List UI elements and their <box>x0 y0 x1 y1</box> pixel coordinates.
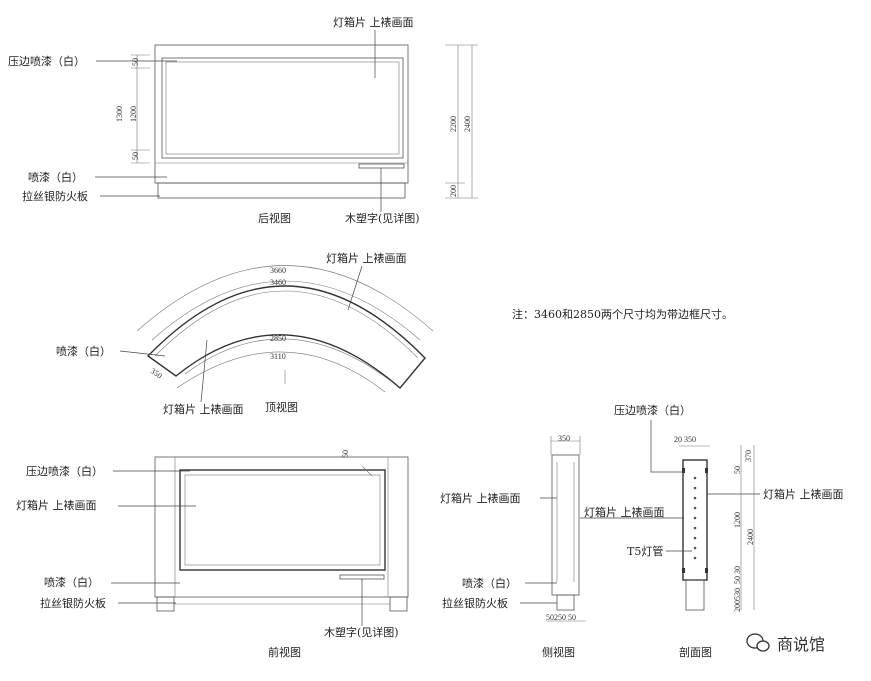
back-dim-200: 200 <box>449 185 458 197</box>
side-panel-label: 拉丝银防火板 <box>442 596 508 610</box>
tube-dot <box>693 476 697 480</box>
section-dim-30: 30 <box>733 566 742 574</box>
top-paint-label: 喷漆（白） <box>56 344 111 358</box>
top-dim-350: 350 <box>149 366 164 380</box>
back-lightbox-label: 灯箱片 上裱画面 <box>333 15 414 29</box>
section-lightbox-label-left: 灯箱片 上裱画面 <box>584 505 665 519</box>
section-lightbox-label-right: 灯箱片 上裱画面 <box>763 487 844 501</box>
back-dim-2400: 2400 <box>463 116 472 132</box>
back-press-edge-label: 压边喷漆（白） <box>8 54 85 68</box>
section-view-title: 剖面图 <box>679 645 712 659</box>
back-dim-50-bottom: 50 <box>131 152 140 160</box>
watermark: 商说馆 <box>746 633 825 654</box>
tube-dot <box>693 556 697 560</box>
side-dim-bottom: 50250 50 <box>546 613 576 622</box>
top-lightbox-label-upper: 灯箱片 上裱画面 <box>326 251 407 265</box>
section-dim-50-top: 50 <box>733 466 742 474</box>
section-dim-2400: 2400 <box>746 529 755 545</box>
wechat-bubble-b <box>756 640 770 652</box>
tube-dot <box>693 496 697 500</box>
back-wood-text-label: 木塑字(见详图) <box>345 211 420 225</box>
tube-dot <box>693 506 697 510</box>
back-wood-text-plate <box>358 163 405 169</box>
section-base <box>685 579 705 611</box>
side-lightbox-label: 灯箱片 上裱画面 <box>440 491 521 505</box>
top-dim-3460: 3460 <box>270 278 286 287</box>
front-dim-50-tick <box>361 465 373 477</box>
front-wood-text-plate <box>339 574 385 580</box>
section-clip-bl <box>682 568 685 573</box>
front-panel-label: 拉丝银防火板 <box>40 596 106 610</box>
top-lightbox-upper-leader <box>347 265 363 311</box>
back-dim-2200: 2200 <box>449 116 458 132</box>
top-arc-2850 <box>184 338 393 383</box>
section-view: 20 350 370 50 1200 2400 30 50 530 200 压边… <box>580 403 844 659</box>
top-body-outline <box>146 285 426 389</box>
back-frame-outer <box>154 44 409 184</box>
tube-dot <box>693 526 697 530</box>
top-lightbox-lower-leader <box>200 339 208 403</box>
wechat-icon <box>746 633 770 652</box>
front-lightbox-frame <box>179 469 386 571</box>
back-panel-label: 拉丝银防火板 <box>22 189 88 203</box>
back-paint-label: 喷漆（白） <box>28 170 83 184</box>
top-dim-3110: 3110 <box>270 352 286 361</box>
section-clip-br <box>705 568 708 573</box>
top-arc-3460 <box>151 280 421 341</box>
back-view: 灯箱片 上裱画面 压边喷漆（白） 喷漆（白） 拉丝银防火板 木塑字(见详图) 后… <box>8 15 478 225</box>
tube-dot <box>693 536 697 540</box>
section-dim-200: 200 <box>733 600 742 612</box>
front-lightbox-inner <box>184 474 381 566</box>
top-dim-2850: 2850 <box>270 334 286 343</box>
top-view-title: 顶视图 <box>265 400 298 414</box>
front-view: 50 压边喷漆（白） 灯箱片 上裱画面 喷漆（白） 拉丝银防火板 木塑字(见详图… <box>16 450 409 659</box>
tube-dot <box>693 516 697 520</box>
side-body <box>551 454 580 596</box>
front-right-foot <box>389 596 408 612</box>
back-base-plinth <box>157 182 406 199</box>
section-tube-dots <box>693 476 697 560</box>
back-dim-50-top: 50 <box>131 58 140 66</box>
section-dim-530: 530 <box>733 588 742 600</box>
top-dim-3660: 3660 <box>270 266 286 275</box>
tube-dot <box>693 486 697 490</box>
top-arc-3660 <box>136 265 434 332</box>
top-inner-arc <box>154 290 419 359</box>
front-paint-label: 喷漆（白） <box>44 575 99 589</box>
side-base <box>556 594 575 611</box>
tube-dot <box>693 546 697 550</box>
front-dim-50: 50 <box>341 450 350 458</box>
section-tube-label: T5灯管 <box>627 544 663 558</box>
front-frame-outer <box>154 456 409 598</box>
section-clip-tr <box>705 468 708 473</box>
top-view: 3660 3460 2850 3110 350 灯箱片 上裱画面 喷漆（白） 灯… <box>56 251 434 416</box>
front-press-edge-label: 压边喷漆（白） <box>26 464 103 478</box>
side-view-title: 侧视图 <box>542 645 575 659</box>
section-clip-tl <box>682 468 685 473</box>
back-lightbox-inner <box>165 61 400 155</box>
section-dim-370: 370 <box>744 450 753 462</box>
side-paint-label: 喷漆（白） <box>462 576 517 590</box>
watermark-text: 商说馆 <box>777 635 825 654</box>
side-dim-350: 350 <box>558 434 570 443</box>
top-paint-leader <box>119 350 166 357</box>
section-press-edge-leader <box>650 420 684 473</box>
back-lightbox-frame <box>161 57 404 159</box>
front-lightbox-label: 灯箱片 上裱画面 <box>16 498 97 512</box>
section-dim-1200: 1200 <box>733 512 742 528</box>
back-view-title: 后视图 <box>258 211 291 225</box>
front-wood-text-label: 木塑字(见详图) <box>324 625 399 639</box>
note-text: 注：3460和2850两个尺寸均为带边框尺寸。 <box>512 307 733 321</box>
section-dim-top: 20 350 <box>674 435 696 444</box>
back-dim-1200: 1200 <box>129 106 138 122</box>
section-dim-50-bottom: 50 <box>733 576 742 584</box>
front-view-title: 前视图 <box>268 645 301 659</box>
back-dim-1300: 1300 <box>115 106 124 122</box>
top-lightbox-label-lower: 灯箱片 上裱画面 <box>163 402 244 416</box>
side-view: 350 50250 50 灯箱片 上裱画面 喷漆（白） 拉丝银防火板 侧视图 <box>440 434 586 659</box>
front-left-foot <box>156 596 175 612</box>
section-press-edge-label: 压边喷漆（白） <box>614 403 691 417</box>
